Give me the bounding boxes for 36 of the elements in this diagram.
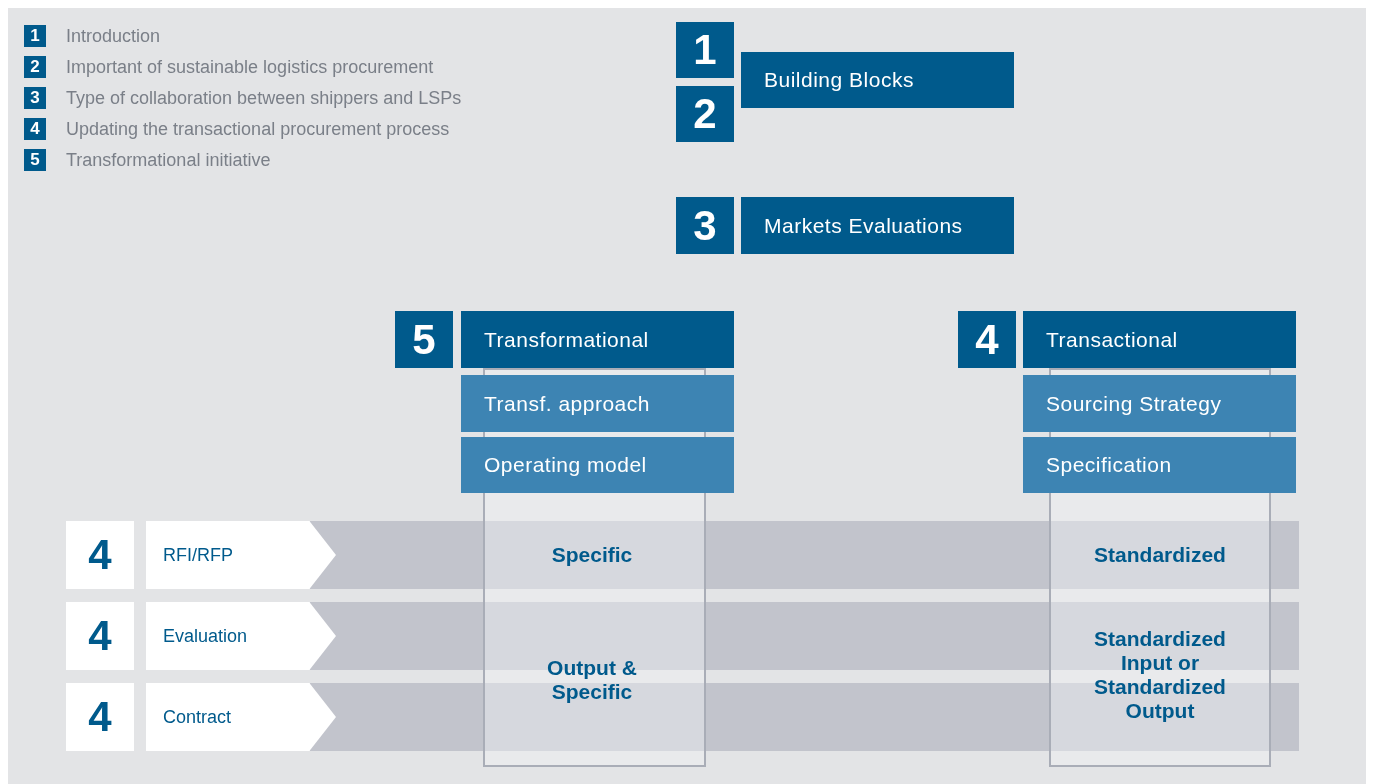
number-badge: 1 xyxy=(676,22,734,78)
number-badge: 3 xyxy=(24,87,46,109)
chevron-label: Evaluation xyxy=(146,602,336,670)
column-text: Output & Specific xyxy=(547,635,637,725)
number-badge: 2 xyxy=(676,86,734,142)
number-badge: 1 xyxy=(24,25,46,47)
chevron-label: Contract xyxy=(146,683,336,751)
title-bar: Markets Evaluations xyxy=(741,197,1014,254)
legend-text: Introduction xyxy=(66,25,161,47)
column-outline xyxy=(483,368,706,767)
legend-text: Updating the transactional procurement process xyxy=(66,118,450,140)
number-badge: 5 xyxy=(395,311,453,368)
number-badge: 4 xyxy=(66,683,134,751)
number-badge: 3 xyxy=(676,197,734,254)
number-badge: 4 xyxy=(958,311,1016,368)
column-outline xyxy=(1049,368,1271,767)
step-bar: Sourcing Strategy xyxy=(1023,375,1296,432)
process-band xyxy=(310,521,1299,589)
chevron-label: RFI/RFP xyxy=(146,521,336,589)
number-badge: 4 xyxy=(66,521,134,589)
title-bar: Transformational xyxy=(461,311,734,368)
step-bar: Transf. approach xyxy=(461,375,734,432)
step-bar: Operating model xyxy=(461,437,734,493)
legend-text: Transformational initiative xyxy=(66,149,271,171)
column-text: Standardized Input or Standardized Output xyxy=(1080,620,1240,730)
title-bar: Transactional xyxy=(1023,311,1296,368)
title-bar: Building Blocks xyxy=(741,52,1014,108)
number-badge: 4 xyxy=(24,118,46,140)
column-text: Standardized xyxy=(1080,535,1240,575)
number-badge: 4 xyxy=(66,602,134,670)
number-badge: 5 xyxy=(24,149,46,171)
step-bar: Specification xyxy=(1023,437,1296,493)
number-badge: 2 xyxy=(24,56,46,78)
legend-text: Important of sustainable logistics procurement xyxy=(66,56,434,78)
legend-text: Type of collaboration between shippers and LSPs xyxy=(66,87,462,109)
column-text: Specific xyxy=(532,535,652,575)
